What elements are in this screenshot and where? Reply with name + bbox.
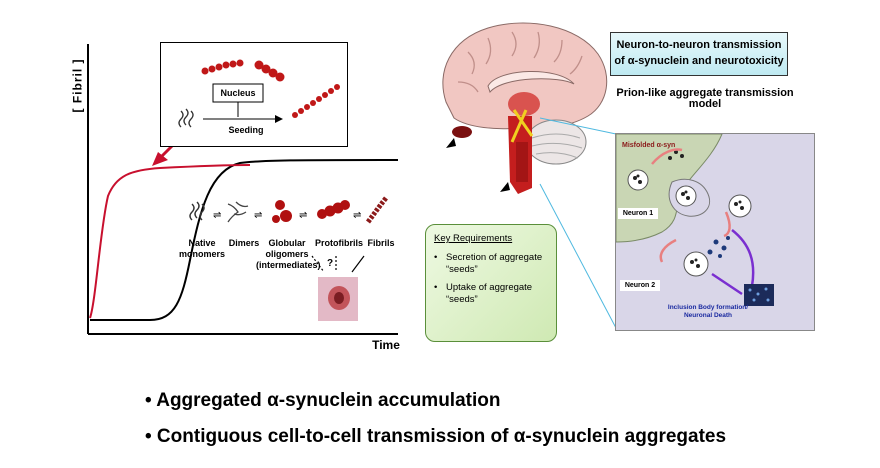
outcome-label: Inclusion Body formation/ Neuronal Death [667,304,749,319]
neuron1-label: Neuron 1 [618,208,658,219]
species-label-dimers: Dimers [228,238,260,248]
species-label-protofibrils: Protofibrils [314,238,363,248]
summary-bullet-2: • Contiguous cell-to-cell transmission o… [145,426,727,447]
key-requirement-item: Uptake of aggregate “seeds” [434,282,548,306]
micrograph-arrows [311,255,337,273]
protofibrils-glyph [317,200,350,219]
key-requirements-heading: Key Requirements [434,233,513,244]
key-requirement-item: Secretion of aggregate “seeds” [434,252,548,276]
seeded-growth-curve [89,164,251,319]
equilibrium-arrows: ⇌ [254,210,262,221]
globular-oligomers-glyph [272,200,292,223]
neuron-panel-art [616,134,774,306]
inset-arrowhead [152,152,168,166]
dimers-glyph [227,201,249,223]
fibrils-glyph [365,196,388,224]
x-axis-label: Time [372,338,400,352]
equilibrium-arrows: ⇌ [299,210,307,221]
species-label-fibrils: Fibrils [367,238,395,248]
equilibrium-arrows: ⇌ [353,210,361,221]
neuron2-label: Neuron 2 [620,280,660,291]
species-label-native-monomers: Native monomers [178,238,225,259]
brain-sagittal-illustration [442,22,608,194]
aggregation-kinetics-graph: ⇌ ⇌ ⇌ ⇌ [87,44,399,335]
species-label-globular-oligomers: Globular oligomers (intermediates) [256,238,321,270]
seeding-label: Seeding [228,125,264,135]
nucleus-label: Nucleus [220,88,256,98]
seeding-inset-art [178,59,340,128]
micrograph-arrow-solid [351,255,365,273]
neuron-transmission-panel: Misfolded α-syn Neuron 1 Neuron 2 Inclus… [615,133,815,331]
transmission-title: Neuron-to-neuron transmission of α-synuc… [610,32,788,76]
seeding-inset: Nucleus Seeding [160,42,348,147]
unseeded-growth-curve [90,159,399,321]
equilibrium-arrows: ⇌ [213,210,221,221]
misfolded-label: Misfolded α-syn [622,142,676,149]
native-monomers-glyph [189,201,205,221]
key-requirements-box: Key Requirements Secretion of aggregate … [425,224,557,342]
summary-bullet-1: • Aggregated α-synuclein accumulation [145,390,501,411]
question-mark: ? [326,258,334,269]
transmission-subtitle: Prion-like aggregate transmission model [616,87,794,110]
